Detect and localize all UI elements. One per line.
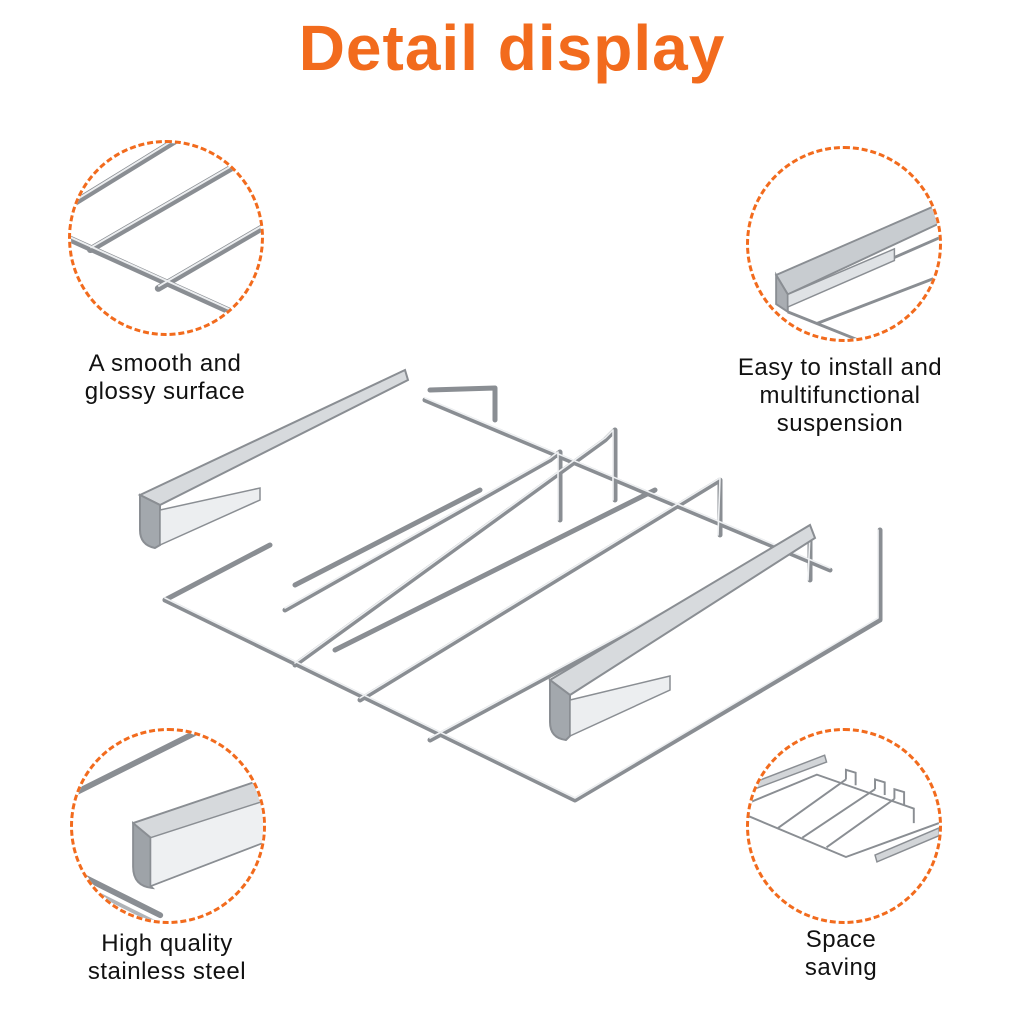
detail-circle-smooth-surface: [68, 140, 264, 336]
steel-bracket-closeup-icon: [73, 731, 263, 921]
wire-closeup-icon: [71, 143, 261, 330]
page-title: Detail display: [298, 12, 726, 84]
detail-circle-space-saving: [746, 728, 942, 924]
caption-stainless-steel: High quality stainless steel: [87, 930, 247, 985]
mini-rack-icon: [749, 754, 939, 863]
detail-circle-stainless-steel: [70, 728, 266, 924]
caption-easy-install: Easy to install and multifunctional susp…: [737, 354, 943, 437]
caption-smooth-surface: A smooth and glossy surface: [84, 350, 246, 405]
main-rack-illustration: [137, 368, 883, 803]
hook-bar-closeup-icon: [774, 202, 939, 339]
detail-circle-easy-install: [746, 146, 942, 342]
caption-space-saving: Space saving: [804, 926, 878, 981]
